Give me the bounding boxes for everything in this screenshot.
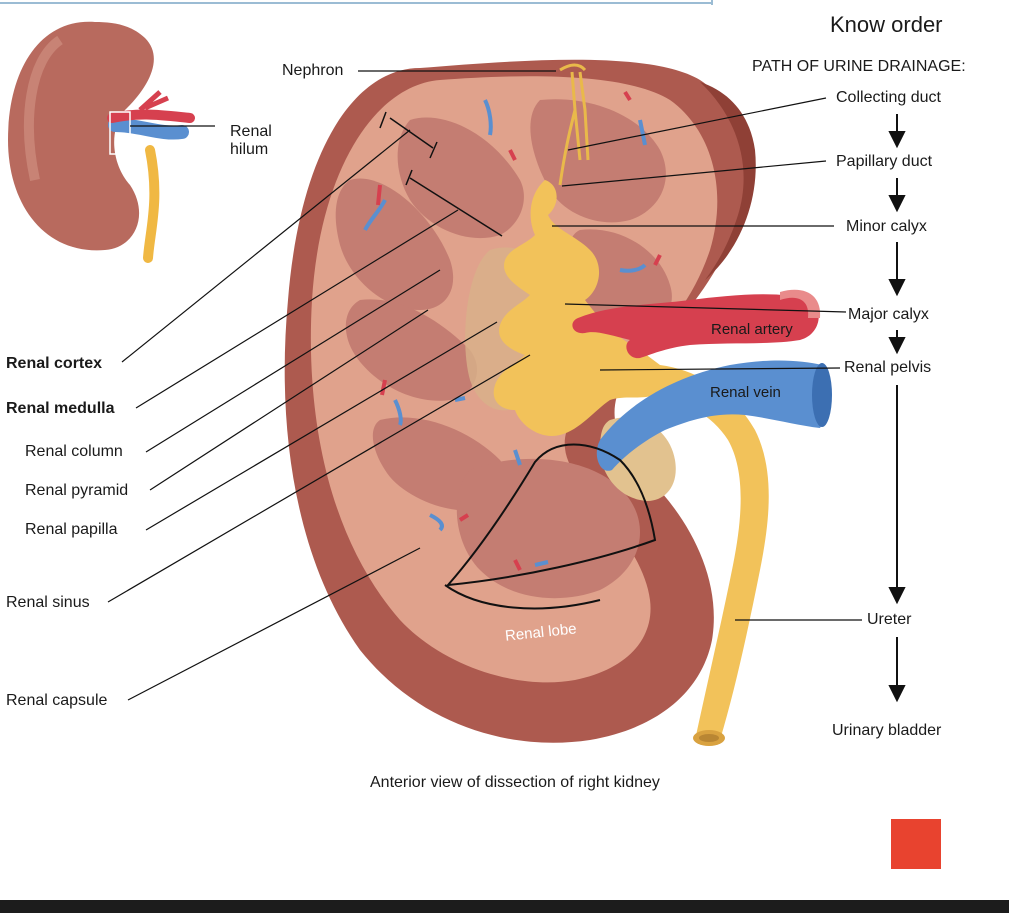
label-nephron: Nephron — [282, 62, 344, 79]
label-renal-pyramid: Renal pyramid — [25, 482, 129, 499]
path-step-urinary-bladder: Urinary bladder — [832, 722, 942, 739]
path-step-ureter: Ureter — [867, 611, 912, 628]
know-order-note: Know order — [830, 12, 943, 37]
label-renal-artery: Renal artery — [711, 321, 793, 338]
label-renal-medulla: Renal medulla — [6, 400, 115, 417]
bottom-bar — [0, 900, 1009, 913]
label-renal-hilum: Renal hilum — [230, 123, 272, 158]
path-title: PATH OF URINE DRAINAGE: — [752, 58, 966, 75]
label-renal-cortex: Renal cortex — [6, 355, 103, 372]
label-renal-capsule: Renal capsule — [6, 692, 108, 709]
drainage-arrows — [888, 114, 906, 703]
path-step-renal-pelvis: Renal pelvis — [844, 359, 932, 376]
label-renal-column: Renal column — [25, 443, 123, 460]
leader-lines — [107, 70, 862, 701]
main-kidney — [284, 59, 832, 746]
path-step-major-calyx: Major calyx — [848, 306, 929, 323]
path-step-minor-calyx: Minor calyx — [846, 218, 927, 235]
path-step-collecting-duct: Collecting duct — [836, 89, 941, 106]
red-square — [891, 819, 941, 869]
label-renal-sinus: Renal sinus — [6, 594, 90, 611]
figure-caption: Anterior view of dissection of right kid… — [370, 774, 660, 791]
inset-kidney — [8, 21, 215, 263]
path-step-papillary-duct: Papillary duct — [836, 153, 933, 170]
label-renal-vein: Renal vein — [710, 384, 781, 401]
label-renal-papilla: Renal papilla — [25, 521, 118, 538]
